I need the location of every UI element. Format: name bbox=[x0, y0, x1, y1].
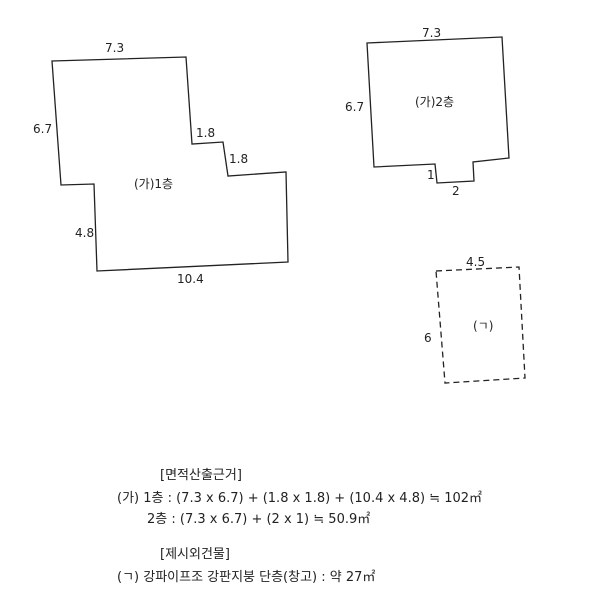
building-2f-notch-width-dim: 2 bbox=[452, 184, 460, 198]
outbuilding-top-dim: 4.5 bbox=[466, 255, 485, 269]
outbuilding-outline bbox=[435, 266, 526, 384]
building-1f-outline bbox=[51, 56, 289, 272]
area-calc-line-1f: (가) 1층 : (7.3 x 6.7) + (1.8 x 1.8) + (10… bbox=[117, 491, 483, 506]
excluded-building-heading: [제시외건물] bbox=[160, 547, 230, 562]
building-1f-top-dim: 7.3 bbox=[105, 41, 124, 55]
building-2f-left-dim: 6.7 bbox=[345, 100, 364, 114]
building-1f-left-lower-dim: 4.8 bbox=[75, 226, 94, 240]
building-1f-step-height-dim: 1.8 bbox=[229, 152, 248, 166]
building-1f-bottom-dim: 10.4 bbox=[177, 272, 204, 286]
area-calc-heading: [면적산출근거] bbox=[160, 468, 242, 483]
outbuilding-label: (ㄱ) bbox=[473, 319, 493, 333]
area-calc-line-2f: 2층 : (7.3 x 6.7) + (2 x 1) ≒ 50.9㎡ bbox=[147, 512, 371, 527]
building-2f-top-dim: 7.3 bbox=[422, 26, 441, 40]
building-2f-outline bbox=[366, 36, 510, 184]
outbuilding-left-dim: 6 bbox=[424, 331, 432, 345]
building-2f-notch-height-dim: 1 bbox=[427, 168, 435, 182]
building-1f-step-width-dim: 1.8 bbox=[196, 126, 215, 140]
excluded-building-line: (ㄱ) 강파이프조 강판지붕 단층(창고) : 약 27㎡ bbox=[117, 570, 376, 585]
building-1f-left-upper-dim: 6.7 bbox=[33, 122, 52, 136]
building-1f-label: (가)1층 bbox=[134, 177, 173, 191]
building-2f-label: (가)2층 bbox=[415, 95, 454, 109]
